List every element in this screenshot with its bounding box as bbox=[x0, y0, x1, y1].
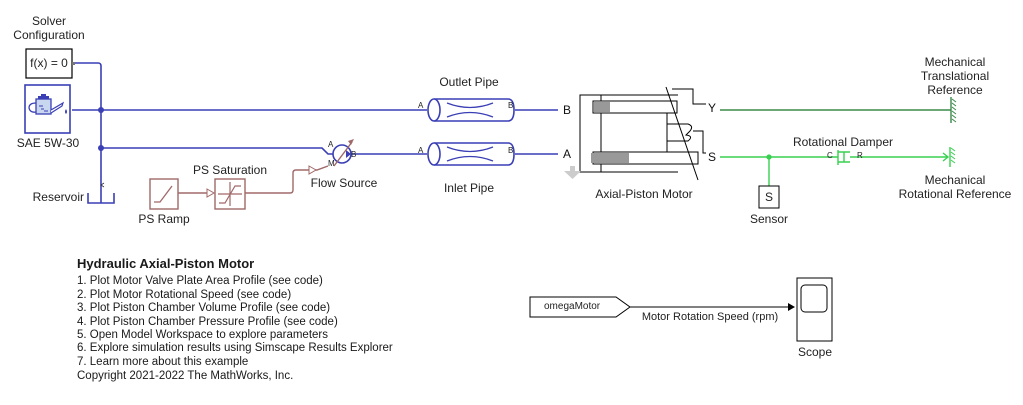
flow-direction-icon bbox=[346, 150, 351, 158]
note-link-3[interactable]: 3. Plot Piston Chamber Volume Profile (s… bbox=[77, 302, 331, 315]
hydraulic-lines bbox=[72, 62, 558, 203]
note-link-1[interactable]: 1. Plot Motor Valve Plate Area Profile (… bbox=[77, 275, 323, 288]
damper-port-r: R bbox=[857, 151, 863, 160]
reservoir-label: Reservoir bbox=[32, 190, 84, 204]
solver-connection[interactable] bbox=[72, 62, 102, 203]
variable-arrow-head-icon bbox=[348, 139, 354, 145]
reservoir-block[interactable] bbox=[87, 193, 115, 204]
ps-ramp-block[interactable] bbox=[149, 178, 179, 210]
note-link-5[interactable]: 5. Open Model Workspace to explore param… bbox=[77, 329, 328, 342]
input-port-arrow bbox=[308, 165, 318, 175]
note-link-7[interactable]: 7. Learn more about this example bbox=[77, 355, 249, 368]
flow-source-port-a: A bbox=[328, 140, 334, 149]
trans-ref-line2: Translational bbox=[920, 69, 990, 83]
piston-icon bbox=[591, 153, 629, 163]
goto-tag-block[interactable] bbox=[529, 296, 631, 318]
trans-ref-line3: Reference bbox=[927, 83, 983, 97]
rot-ref-line1: Mechanical bbox=[924, 173, 986, 187]
note-link-6[interactable]: 6. Explore simulation results using Sims… bbox=[77, 342, 393, 355]
motor-port-b: B bbox=[563, 103, 572, 117]
rotational-reference-label: Mechanical Rotational Reference bbox=[895, 173, 1015, 201]
fluid-label: SAE 5W-30 bbox=[16, 136, 80, 150]
flow-source-port-b: B bbox=[351, 150, 357, 159]
solver-port bbox=[72, 62, 75, 65]
motor-port-s: S bbox=[708, 150, 717, 164]
rotational-damper-label: Rotational Damper bbox=[792, 135, 894, 149]
scope-label: Scope bbox=[797, 345, 833, 359]
inlet-pipe-port-b: B bbox=[508, 146, 514, 155]
motor-label: Axial-Piston Motor bbox=[595, 187, 693, 201]
outlet-pipe-port-b: B bbox=[508, 101, 514, 110]
scope-screen-icon bbox=[800, 284, 828, 313]
junction-dot bbox=[98, 145, 104, 151]
inlet-pipe-block[interactable] bbox=[427, 142, 515, 166]
outlet-pipe-block[interactable] bbox=[427, 98, 515, 122]
junction-dot bbox=[766, 154, 772, 160]
piston-icon bbox=[594, 102, 610, 112]
solver-content: f(x) = 0 bbox=[30, 56, 68, 70]
ramp-icon bbox=[154, 185, 173, 203]
note-link-4[interactable]: 4. Plot Piston Chamber Pressure Profile … bbox=[77, 315, 338, 328]
note-link-2[interactable]: 2. Plot Motor Rotational Speed (see code… bbox=[77, 288, 292, 301]
down-arrow-icon bbox=[564, 166, 581, 179]
outlet-pipe-label: Outlet Pipe bbox=[439, 75, 499, 89]
inlet-pipe-label: Inlet Pipe bbox=[443, 181, 495, 195]
translational-reference-label: Mechanical Translational Reference bbox=[905, 55, 1005, 97]
input-port-arrow bbox=[206, 188, 216, 198]
model-notes: Hydraulic Axial-Piston Motor 1. Plot Mot… bbox=[77, 257, 393, 384]
motor-port-y: Y bbox=[708, 101, 717, 115]
rotational-damper-block[interactable] bbox=[837, 150, 850, 165]
rotational-reference-icon[interactable] bbox=[942, 147, 956, 167]
reservoir-port-marker bbox=[100, 182, 105, 188]
rot-ref-line2: Rotational Reference bbox=[898, 187, 1012, 201]
signal-arrow-icon bbox=[788, 303, 795, 311]
sensor-content: S bbox=[764, 190, 773, 204]
solver-label-line1: Solver bbox=[31, 14, 66, 28]
sensor-label: Sensor bbox=[749, 212, 789, 226]
translational-reference-icon[interactable] bbox=[950, 97, 957, 123]
ps-saturation-label: PS Saturation bbox=[192, 163, 268, 177]
saturation-icon bbox=[218, 182, 242, 206]
trans-ref-line1: Mechanical bbox=[924, 55, 986, 69]
copyright: Copyright 2021-2022 The MathWorks, Inc. bbox=[77, 370, 294, 383]
flow-source-port-m: M bbox=[328, 159, 335, 168]
solver-label: Solver Configuration bbox=[4, 14, 94, 42]
physical-signal-lines bbox=[178, 165, 329, 194]
flow-source-label: Flow Source bbox=[310, 176, 378, 190]
signal-label: Motor Rotation Speed (rpm) bbox=[641, 311, 779, 323]
saturation-to-flow-source-line[interactable] bbox=[245, 165, 329, 194]
junction-dot bbox=[98, 107, 104, 113]
reservoir-to-flow-source-line[interactable] bbox=[101, 147, 334, 155]
goto-tag-content: omegaMotor bbox=[544, 301, 601, 312]
variable-arrow-icon bbox=[333, 141, 353, 167]
damper-port-c: C bbox=[827, 151, 833, 160]
oil-can-icon bbox=[28, 94, 67, 115]
outlet-pipe-port-a: A bbox=[418, 101, 424, 110]
solver-label-line2: Configuration bbox=[13, 28, 85, 42]
motor-port-a: A bbox=[563, 147, 572, 161]
model-title: Hydraulic Axial-Piston Motor bbox=[77, 256, 255, 271]
inlet-pipe-port-a: A bbox=[418, 146, 424, 155]
ps-ramp-label: PS Ramp bbox=[138, 212, 190, 226]
sensor-block[interactable] bbox=[758, 185, 780, 209]
